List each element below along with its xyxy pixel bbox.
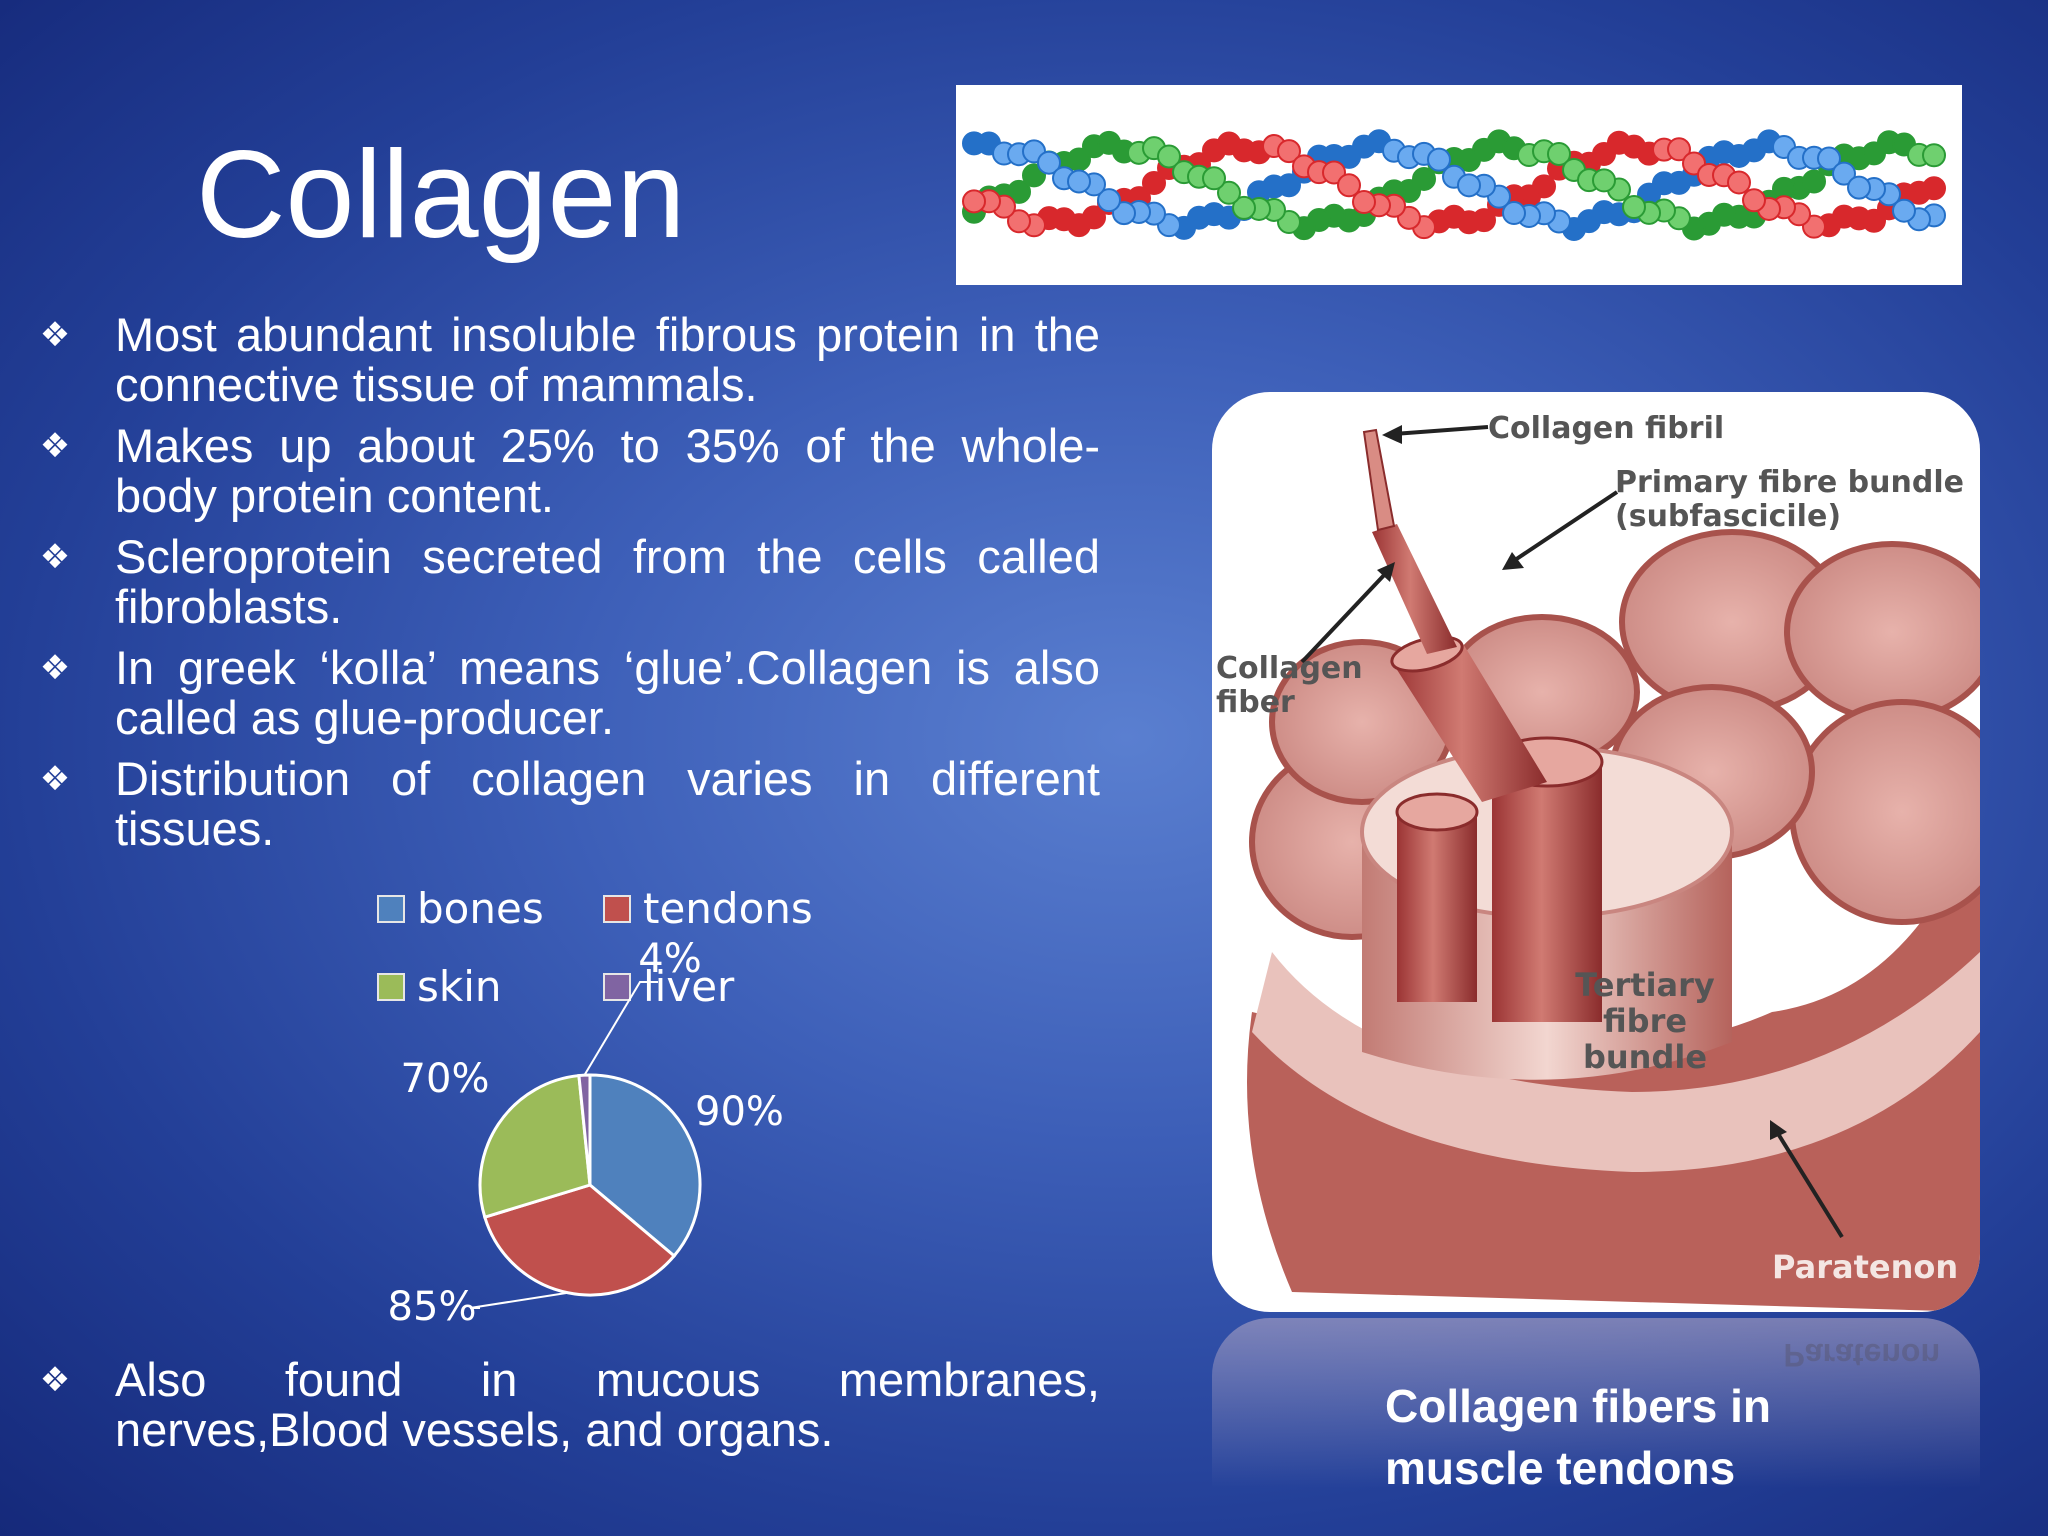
collagen-triple-helix-image (956, 85, 1962, 285)
helix-bead (1547, 141, 1571, 166)
bullet-text: Most abundant insoluble fibrous protein … (115, 308, 1100, 411)
bullet-item: ❖ Makes up about 25% to 35% of the whole… (30, 421, 1100, 521)
helix-bead (1277, 139, 1301, 164)
bullet-text: In greek ‘kolla’ means ‘glue’.Collagen i… (115, 641, 1100, 744)
helix-bead (1112, 201, 1136, 226)
collagen-fibril (1362, 428, 1396, 532)
slide-title: Collagen (196, 126, 686, 264)
primary-fibre-bundle (1392, 642, 1547, 802)
diamond-bullet-icon: ❖ (39, 537, 71, 577)
bullet-item: ❖ Most abundant insoluble fibrous protei… (30, 310, 1100, 410)
label-collagen-fibril: Collagen fibril (1488, 411, 1724, 446)
bullet-item: ❖ In greek ‘kolla’ means ‘glue’.Collagen… (30, 643, 1100, 743)
legend-item: bones (377, 884, 544, 933)
helix-bead (1202, 166, 1226, 191)
helix-bead (1847, 175, 1871, 200)
legend-label: liver (643, 962, 735, 1011)
helix-bead (1622, 195, 1646, 220)
diamond-bullet-icon: ❖ (39, 426, 71, 466)
label-tertiary-1: Tertiary (1575, 966, 1715, 1004)
pie-data-label: 4% (638, 936, 701, 982)
bullet-item: ❖ Scleroprotein secreted from the cells … (30, 532, 1100, 632)
label-tertiary-2: fibre (1603, 1002, 1687, 1040)
helix-bead (1337, 173, 1361, 198)
helix-bead (1277, 173, 1301, 198)
legend-item: liver (603, 962, 734, 1011)
helix-bead (1742, 188, 1766, 213)
pie-data-label: 85% (388, 1284, 477, 1330)
helix-bead (1217, 180, 1241, 205)
legend-swatch (603, 972, 631, 1001)
collagen-distribution-pie-chart: bones tendons skin liver 90% 85% 70% 4% (360, 870, 880, 1340)
helix-bead (1592, 168, 1616, 193)
pie-slice-tendons (482, 1183, 677, 1297)
helix-bead (1067, 169, 1091, 194)
triple-helix-graphic (962, 129, 1946, 241)
helix-bead (1727, 170, 1751, 195)
bullet-item: ❖ Also found in mucous membranes, nerves… (30, 1355, 1100, 1455)
pie-data-label: 90% (695, 1089, 784, 1135)
legend-item: skin (377, 962, 502, 1011)
helix-bead (1097, 188, 1121, 213)
reflection-label: Paratenon (1783, 1337, 1940, 1373)
leader-line (469, 1291, 569, 1309)
label-collagen-fiber-1: Collagen (1216, 651, 1363, 686)
label-tertiary-3: bundle (1583, 1038, 1707, 1076)
helix-bead (1892, 198, 1916, 223)
legend-item: tendons (603, 884, 813, 933)
diamond-bullet-icon: ❖ (39, 759, 71, 799)
illustration-reflection: Paratenon (1212, 1318, 1980, 1488)
pie-data-label: 70% (401, 1056, 490, 1102)
label-arrows (1300, 425, 1844, 1239)
legend-label: bones (417, 884, 544, 933)
label-collagen-fiber-2: fiber (1216, 685, 1295, 720)
pie-slice-liver (577, 1073, 592, 1186)
leader-line (583, 981, 658, 1076)
bullet-text: Distribution of collagen varies in diffe… (115, 752, 1100, 855)
bullet-item: ❖ Distribution of collagen varies in dif… (30, 754, 1100, 854)
helix-bead (1457, 173, 1481, 198)
helix-bead (1427, 147, 1451, 172)
bullet-text: Also found in mucous membranes, nerves,B… (115, 1353, 1100, 1456)
legend-label: skin (417, 962, 502, 1011)
helix-bead (1007, 209, 1031, 234)
helix-bead (1832, 161, 1856, 186)
pie-plot-area: 90% 85% 70% 4% (388, 936, 784, 1330)
legend-swatch (603, 894, 631, 923)
diamond-bullet-icon: ❖ (39, 648, 71, 688)
collagen-fiber (1372, 524, 1457, 654)
helix-bead (1157, 144, 1181, 169)
label-primary-fibre-bundle: Primary fibre bundle (1615, 465, 1964, 500)
tendon-structure-illustration: Collagen fibril Primary fibre bundle (su… (1212, 392, 1980, 1312)
helix-bead (1922, 143, 1946, 168)
helix-bead (1817, 146, 1841, 171)
legend-label: tendons (643, 884, 813, 933)
legend-swatch (377, 972, 405, 1001)
label-paratenon: Paratenon (1772, 1248, 1958, 1286)
helix-bead (1412, 166, 1436, 191)
helix-bead (1037, 150, 1061, 175)
inner-fascicle (1492, 762, 1602, 1022)
pie-slice-bones (588, 1073, 702, 1258)
bullet-text: Makes up about 25% to 35% of the whole-b… (115, 419, 1100, 522)
diamond-bullet-icon: ❖ (39, 1360, 71, 1400)
illustration-caption: Collagen fibers in muscle tendons (1385, 1380, 1771, 1494)
tendon-diagram: Collagen fibril Primary fibre bundle (su… (1216, 411, 1980, 1312)
bullet-text: Scleroprotein secreted from the cells ca… (115, 530, 1100, 633)
helix-bead (1502, 201, 1526, 226)
helix-bead (1352, 189, 1376, 214)
helix-bead (1142, 170, 1166, 195)
diamond-bullet-icon: ❖ (39, 315, 71, 355)
helix-bead (1232, 195, 1256, 220)
label-subfascicile: (subfascicile) (1615, 499, 1841, 534)
helix-bead (962, 189, 986, 214)
helix-bead (1667, 137, 1691, 162)
pie-slice-skin (478, 1073, 592, 1220)
helix-bead (1802, 169, 1826, 194)
legend-swatch (377, 894, 405, 923)
paratenon-layer (1252, 952, 1980, 1172)
